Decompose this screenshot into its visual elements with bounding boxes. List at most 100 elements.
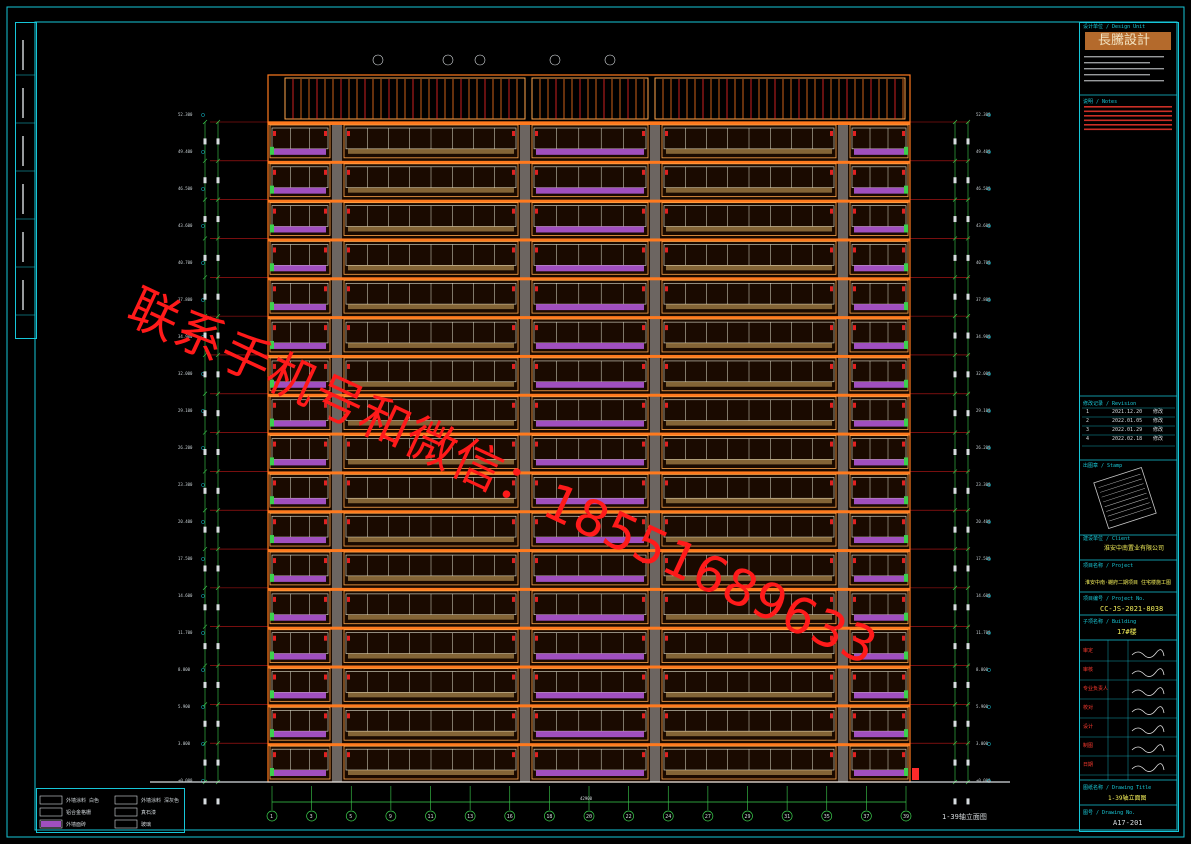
approval-role: 校对 [1083,705,1094,711]
bay-frame [661,357,837,392]
approval-role: 设计 [1083,724,1094,730]
window-accent-right [902,674,905,680]
planter-mark-right [904,418,908,427]
balcony-panel [666,148,832,154]
elevation-mark-right: 8.800 [976,667,989,672]
dimension-tick [202,740,208,746]
elevation-symbol-right [987,261,991,265]
dimension-value-mark [216,449,220,455]
planter-mark-right [904,651,908,660]
window-accent-right [902,363,905,369]
bay-frame [269,202,331,236]
floor-slab [268,122,910,125]
window-accent-right [512,286,515,292]
elevation-symbol-left [201,187,205,191]
dimension-tick [952,508,958,513]
approval-signature [1131,763,1165,772]
window-accent-left [853,752,856,758]
window-accent-right [830,402,833,408]
planter-mark-left [270,146,274,155]
planter-mark-left [270,573,274,582]
window-accent-right [902,208,905,214]
dimension-tick [965,275,971,280]
window-accent-right [830,208,833,214]
dimension-tick [952,275,958,280]
window-accent-left [665,519,668,525]
dimension-tick [202,275,208,280]
planter-mark-left [270,340,274,349]
dimension-value-mark [203,643,207,650]
dimension-value-mark [203,565,207,572]
elevation-symbol-right [987,779,991,783]
window-accent-left [665,208,668,214]
window-accent-right [642,131,645,136]
dimension-tick [215,197,221,202]
elevation-symbol-left [201,113,205,117]
balcony-railing [854,420,904,427]
dimension-value-mark [953,681,957,688]
dimension-tick [965,236,971,241]
bay-frame [343,590,519,625]
balcony-railing [854,614,904,621]
window-accent-right [642,596,645,602]
balcony-panel [666,226,832,232]
dimension-value-mark [953,798,957,805]
bay-frame [343,318,519,353]
balcony-railing [854,653,904,660]
floor-slab [268,549,910,553]
elevation-mark-left: 29.100 [178,408,193,413]
axis-bubble [464,810,476,822]
bay-frame [849,279,909,314]
window-accent-right [830,519,833,525]
window-accent-right [642,169,645,175]
window-accent-right [902,480,905,486]
window-accent-right [324,325,327,331]
dimension-tick [202,158,208,164]
balcony-panel [348,265,514,271]
balcony-panel [666,381,832,387]
dimension-value-mark [203,293,207,300]
axis-label: 1 [270,814,273,820]
window-accent-left [535,596,538,602]
dimension-value-mark [953,293,957,300]
stamp-label: 出图章 / Stamp [1083,463,1123,469]
window-accent-right [902,247,905,253]
bay-frame [343,745,519,780]
balcony-railing [274,614,326,621]
elevation-mark-left: 43.600 [178,223,193,228]
balcony-panel [666,498,832,504]
dimension-value-mark [203,720,207,727]
bay-frame [661,435,837,469]
floor-slab [268,199,910,203]
dimension-value-mark [216,371,220,378]
dimension-value-mark [966,681,970,688]
balcony-panel [348,148,514,154]
stamp-seal-line [1104,492,1147,507]
dimension-tick [965,702,971,707]
window-accent-right [324,480,327,486]
balcony-railing [274,148,326,155]
window-accent-right [324,131,327,136]
floor-slab [268,393,910,397]
dimension-value-mark [216,604,220,611]
window-accent-right [830,596,833,602]
dimension-value-mark [966,449,970,455]
elevation-symbol-left [201,631,205,635]
dimension-value-mark [216,681,220,688]
bay-frame [269,706,331,741]
balcony-railing [536,381,644,388]
bay-frame [269,668,331,702]
balcony-railing [536,614,644,621]
window-accent-right [642,519,645,525]
dimension-value-mark [216,216,220,223]
axis-bubble [583,810,595,822]
dimension-tick [952,430,958,435]
note-text-line [1084,106,1172,108]
bay-frame [661,745,837,780]
window-accent-right [830,558,833,564]
floor-slab [268,626,910,630]
axis-bubble [702,810,714,822]
balcony-railing [536,342,644,349]
dimension-value-mark [953,254,957,261]
window-accent-right [830,286,833,292]
